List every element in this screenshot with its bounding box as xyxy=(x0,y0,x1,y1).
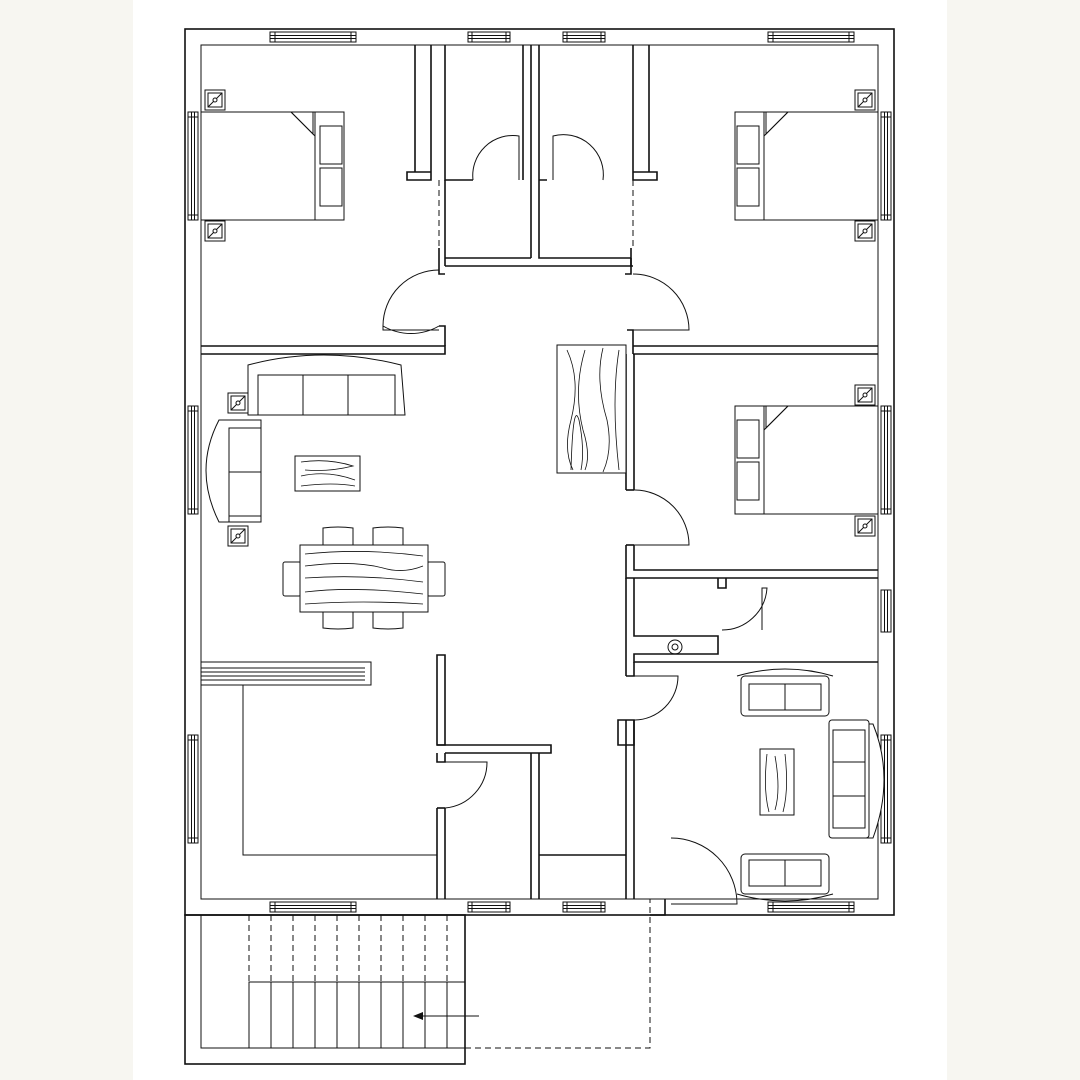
arrow-left-icon xyxy=(413,1012,479,1020)
drawing-sheet xyxy=(133,0,947,1080)
floor-plan xyxy=(184,28,895,1065)
double-bed xyxy=(200,111,345,221)
nightstand xyxy=(204,220,226,242)
bedroom-northeast xyxy=(734,89,879,242)
bedroom-northwest xyxy=(200,89,345,242)
bedroom-east xyxy=(734,384,879,537)
door-swing-icon xyxy=(382,134,768,905)
loveseat xyxy=(828,719,885,839)
two-seat-sofa xyxy=(205,419,262,523)
nightstand xyxy=(204,89,226,111)
wood-panel xyxy=(556,344,627,474)
living-dining xyxy=(205,354,446,630)
dining-table xyxy=(282,526,446,630)
sofa xyxy=(736,668,834,717)
staircase xyxy=(184,898,666,1065)
interior-walls xyxy=(200,45,878,899)
coffee-table xyxy=(294,455,361,492)
coffee-table xyxy=(759,748,795,816)
side-table xyxy=(227,525,249,547)
window-icon xyxy=(187,31,892,913)
side-table xyxy=(227,392,249,414)
sofa xyxy=(736,853,834,902)
three-seat-sofa xyxy=(247,354,406,416)
lounge-southeast xyxy=(736,668,885,902)
